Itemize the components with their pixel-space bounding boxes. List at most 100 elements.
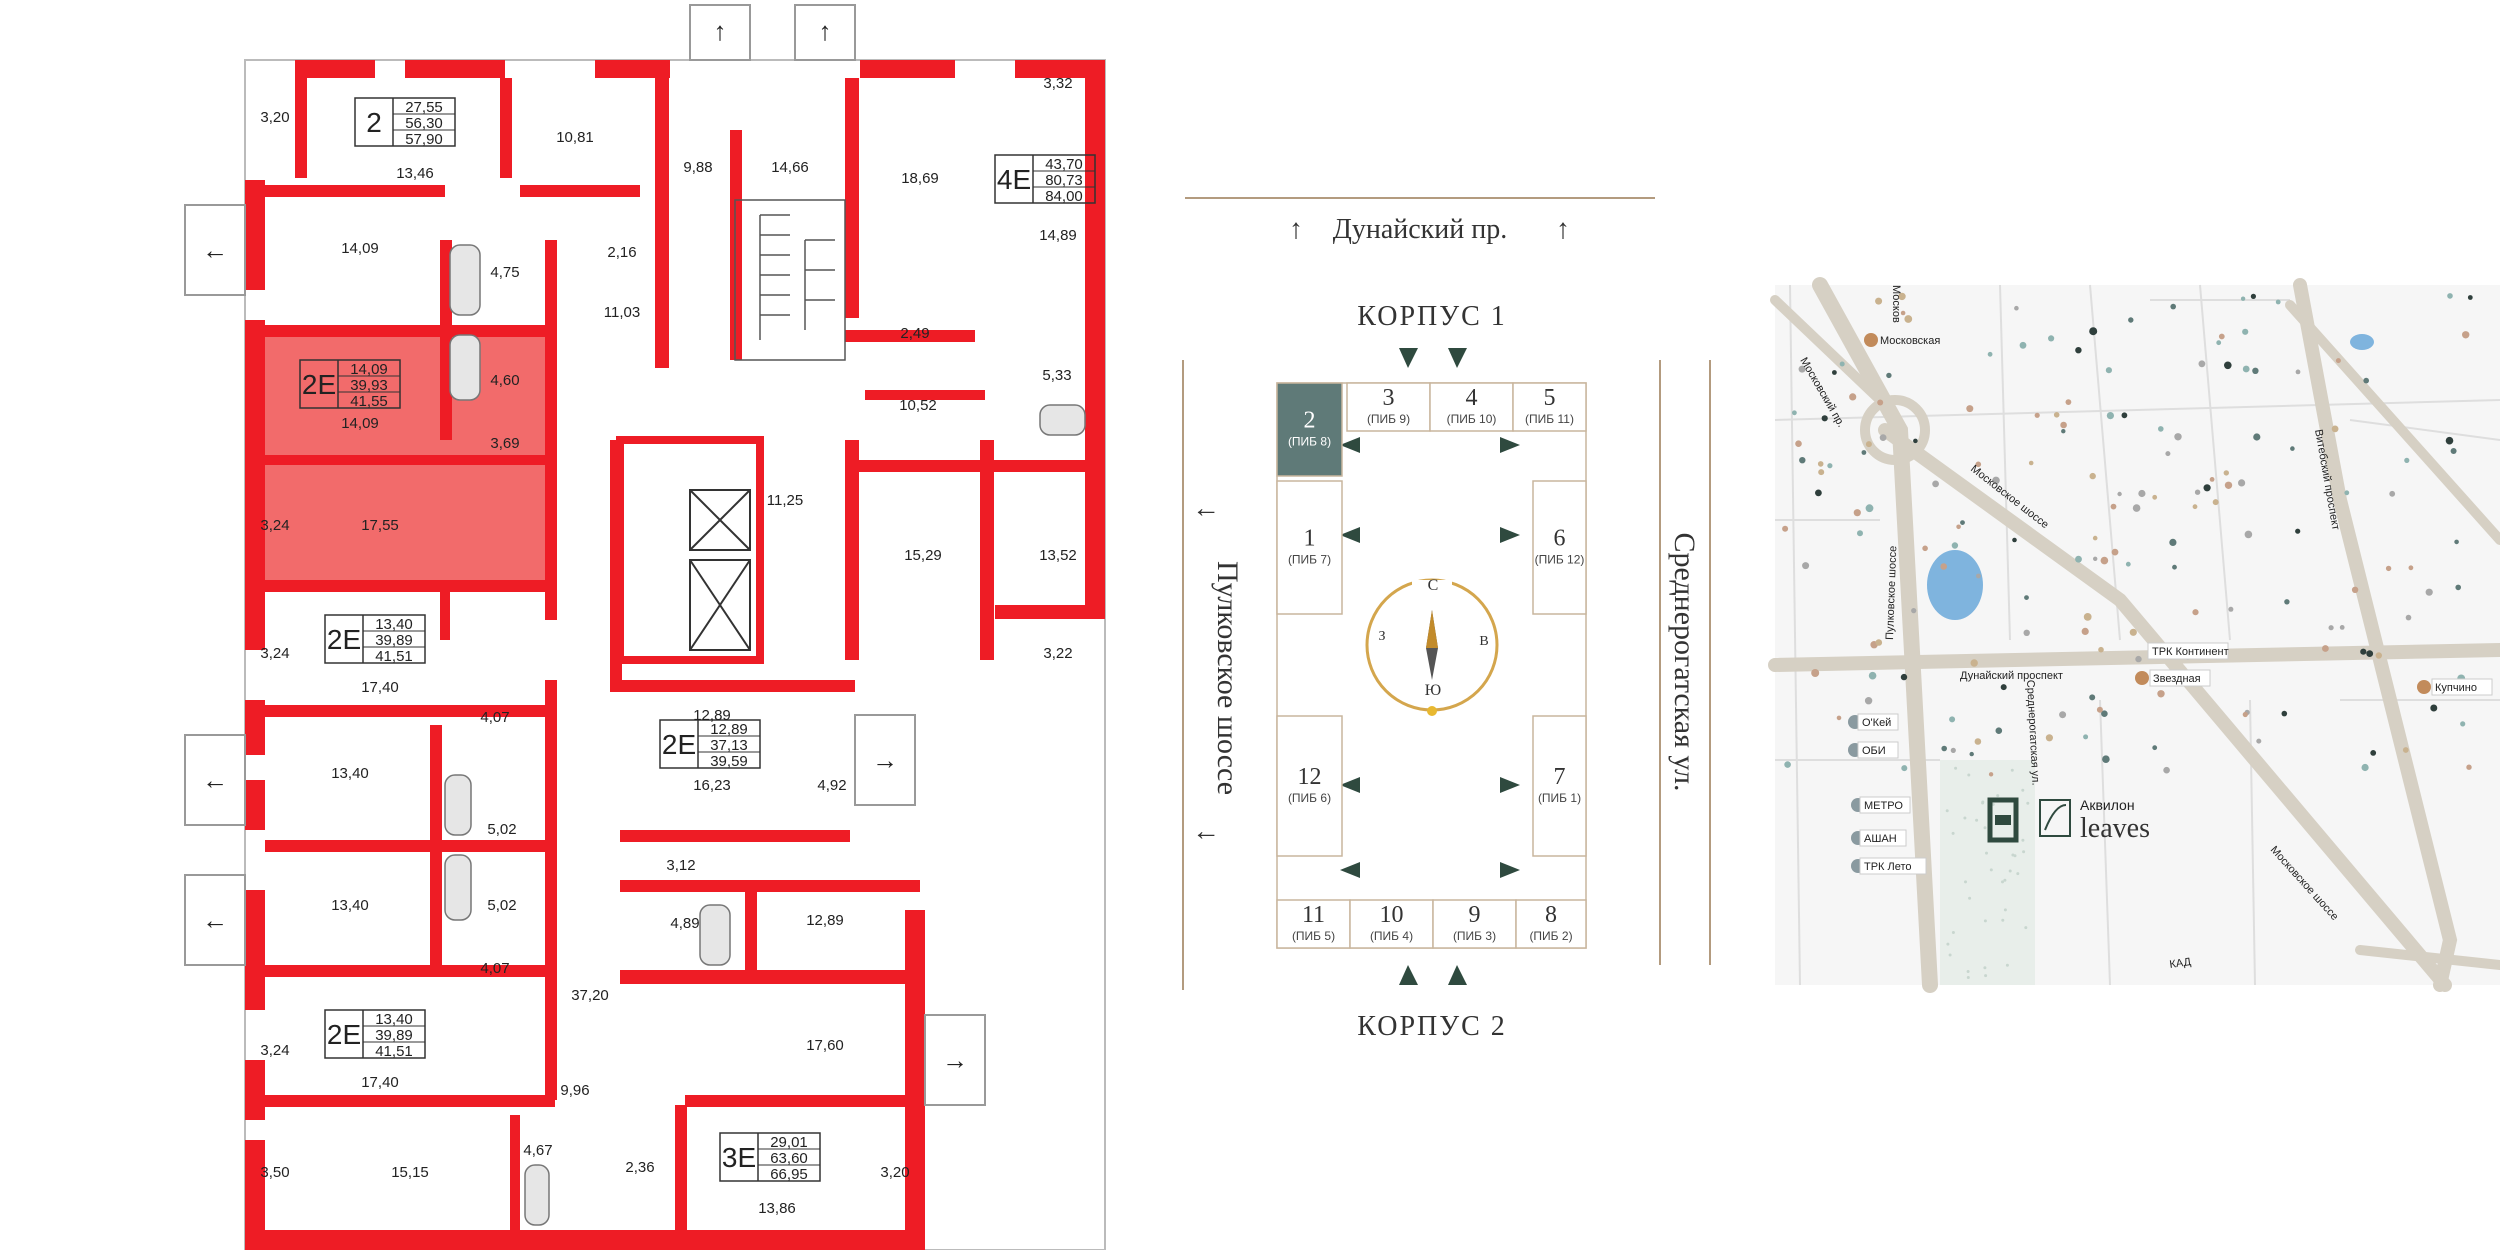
section-number: 6 (1554, 526, 1566, 552)
building-1-label: КОРПУС 1 (1357, 301, 1507, 332)
section-7[interactable]: 7(ПИБ 1) (1532, 715, 1587, 857)
building-outline (244, 59, 1106, 1250)
apartment-area: 41,51 (375, 1043, 413, 1060)
section-sub: (ПИБ 10) (1447, 412, 1497, 426)
section-4[interactable]: 4(ПИБ 10) (1429, 382, 1514, 432)
brand-logo: Аквилон leaves (1987, 797, 2150, 844)
apartment-type: 2Е (662, 729, 696, 760)
room-area: 13,52 (1039, 547, 1077, 564)
apartment-area: 39,89 (375, 1027, 413, 1044)
entrance-triangle-icon (1399, 965, 1418, 985)
sun-icon (1427, 706, 1437, 716)
section-5[interactable]: 5(ПИБ 11) (1512, 382, 1587, 432)
room-area: 11,03 (604, 304, 640, 321)
apartment-area: 56,30 (405, 115, 443, 132)
section-sub: (ПИБ 8) (1288, 435, 1331, 449)
map-label-kupchino: Купчино (2435, 682, 2477, 694)
apartment-area: 39,93 (350, 377, 388, 394)
metro-icon (2417, 680, 2431, 694)
arrow-left-icon: ← (1192, 816, 1220, 847)
room-area: 3,20 (260, 109, 289, 126)
section-3[interactable]: 3(ПИБ 9) (1346, 382, 1431, 432)
room-area: 14,66 (771, 159, 809, 176)
section-sub: (ПИБ 7) (1288, 553, 1331, 567)
entrance-arrows (184, 4, 986, 1106)
section-sub: (ПИБ 1) (1538, 791, 1581, 805)
elevator-shafts (616, 436, 764, 664)
room-area: 4,92 (817, 777, 846, 794)
section-number: 9 (1469, 902, 1481, 928)
metro-icon (1864, 333, 1878, 347)
apartment-type: 2Е (327, 1019, 361, 1050)
room-area: 14,09 (341, 415, 379, 432)
apartment-type: 2Е (302, 369, 336, 400)
compass-icon: С Ю З В (1365, 577, 1499, 716)
apartment-area: 27,55 (405, 99, 443, 116)
selected-apartment-highlight[interactable] (250, 325, 555, 580)
room-area: 12,89 (693, 707, 731, 724)
apartment-area: 84,00 (1045, 188, 1083, 205)
room-area: 5,02 (487, 897, 516, 914)
apartment-type: 4Е (997, 164, 1031, 195)
exterior-walls (245, 60, 1105, 1250)
section-11[interactable]: 11(ПИБ 5) (1276, 899, 1351, 949)
metro-icon (2135, 671, 2149, 685)
room-area: 17,60 (806, 1037, 844, 1054)
section-6[interactable]: 6(ПИБ 12) (1532, 480, 1587, 615)
map-label-ashan: АШАН (1864, 833, 1897, 845)
section-number: 2 (1304, 408, 1316, 434)
section-number: 5 (1544, 385, 1556, 411)
room-area: 3,69 (490, 435, 519, 452)
arrow-glyphs: ← ← ← ↑ ↑ → → (202, 16, 968, 1075)
apartment-area: 66,95 (770, 1166, 808, 1183)
room-area: 4,67 (523, 1142, 552, 1159)
room-area: 15,29 (904, 547, 942, 564)
room-area: 4,07 (480, 709, 509, 726)
section-number: 7 (1554, 764, 1566, 790)
room-area: 17,40 (361, 679, 399, 696)
apartment-area: 41,55 (350, 393, 388, 410)
room-area: 13,40 (331, 765, 369, 782)
arrow-right-icon: → (942, 1045, 968, 1075)
room-area: 15,15 (391, 1164, 429, 1181)
lake (1927, 550, 1983, 620)
section-1[interactable]: 1(ПИБ 7) (1276, 480, 1343, 615)
room-area: 14,89 (1039, 227, 1077, 244)
arrow-right-icon: → (872, 745, 898, 775)
apartment-area: 63,60 (770, 1150, 808, 1167)
compass-south: Ю (1425, 682, 1441, 699)
room-area: 12,89 (806, 912, 844, 929)
room-area: 5,02 (487, 821, 516, 838)
room-area: 13,46 (396, 165, 434, 182)
road-top-label: Дунайский пр. (1333, 214, 1507, 245)
section-8[interactable]: 8(ПИБ 2) (1515, 899, 1587, 949)
section-9[interactable]: 9(ПИБ 3) (1432, 899, 1517, 949)
compass-north: С (1428, 577, 1439, 594)
arrow-left-icon: ← (202, 765, 228, 795)
arrow-up-icon: ↑ (819, 16, 832, 46)
section-12[interactable]: 12(ПИБ 6) (1276, 715, 1343, 857)
room-area: 3,12 (666, 857, 695, 874)
section-10[interactable]: 10(ПИБ 4) (1349, 899, 1434, 949)
section-sub: (ПИБ 3) (1453, 929, 1496, 943)
section-sub: (ПИБ 4) (1370, 929, 1413, 943)
room-area: 16,23 (693, 777, 731, 794)
apartment-type: 2Е (327, 624, 361, 655)
section-2[interactable]: 2(ПИБ 8) (1276, 382, 1343, 477)
section-number: 8 (1545, 902, 1557, 928)
room-area: 9,96 (560, 1082, 589, 1099)
stairwell (734, 199, 846, 361)
compass-east: В (1479, 634, 1488, 649)
room-area: 3,24 (260, 1042, 289, 1059)
room-area: 2,16 (607, 244, 636, 261)
map-label-trk-kontinent: ТРК Континент (2152, 646, 2229, 658)
building-2-label: КОРПУС 2 (1357, 1011, 1507, 1042)
apartment-area: 57,90 (405, 131, 443, 148)
